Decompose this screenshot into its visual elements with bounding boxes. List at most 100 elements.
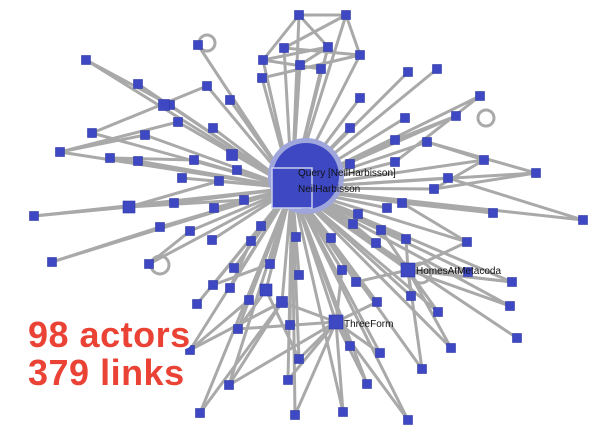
actor-node[interactable]	[233, 324, 243, 334]
actor-node[interactable]	[55, 147, 65, 157]
actor-node[interactable]	[29, 211, 39, 221]
actor-node[interactable]	[207, 235, 217, 245]
actor-node[interactable]	[225, 95, 235, 105]
actor-node[interactable]	[355, 93, 365, 103]
actor-node[interactable]	[279, 43, 289, 53]
actor-node[interactable]	[276, 296, 288, 308]
actor-node[interactable]	[446, 343, 456, 353]
homes-at-metacoda-node[interactable]	[400, 262, 416, 278]
threeform-node[interactable]	[328, 314, 344, 330]
actor-node[interactable]	[348, 219, 358, 229]
actor-node[interactable]	[401, 234, 411, 244]
actor-node[interactable]	[507, 277, 517, 287]
actor-node[interactable]	[443, 173, 453, 183]
actor-node[interactable]	[209, 203, 219, 213]
actor-node[interactable]	[244, 295, 254, 305]
actor-node[interactable]	[47, 257, 57, 267]
actor-node[interactable]	[155, 222, 165, 232]
actor-node[interactable]	[229, 263, 239, 273]
actor-node[interactable]	[232, 165, 242, 175]
actor-node[interactable]	[214, 176, 224, 186]
actor-node[interactable]	[225, 283, 235, 293]
actor-node[interactable]	[479, 155, 489, 165]
actor-node[interactable]	[422, 137, 432, 147]
actor-node[interactable]	[531, 168, 541, 178]
actor-node[interactable]	[337, 265, 347, 275]
actor-node[interactable]	[376, 225, 386, 235]
actor-node[interactable]	[259, 283, 273, 297]
actor-node[interactable]	[505, 301, 515, 311]
actor-node[interactable]	[338, 407, 348, 417]
actor-node[interactable]	[351, 277, 361, 287]
actor-node[interactable]	[462, 237, 472, 247]
actor-node[interactable]	[283, 375, 293, 385]
actor-node[interactable]	[372, 297, 382, 307]
actor-node[interactable]	[257, 73, 267, 83]
actor-node[interactable]	[432, 64, 442, 74]
actor-node[interactable]	[133, 79, 143, 89]
actor-node[interactable]	[316, 64, 326, 74]
actor-node[interactable]	[185, 345, 195, 355]
actor-node[interactable]	[326, 233, 336, 243]
actor-node[interactable]	[177, 173, 187, 183]
actor-node[interactable]	[105, 153, 115, 163]
actor-node[interactable]	[397, 198, 407, 208]
actor-node[interactable]	[224, 380, 234, 390]
actor-node[interactable]	[226, 149, 238, 161]
actor-node[interactable]	[512, 333, 522, 343]
actor-node[interactable]	[294, 10, 304, 20]
actor-node[interactable]	[406, 291, 416, 301]
actor-node[interactable]	[258, 55, 268, 65]
actor-node[interactable]	[451, 111, 461, 121]
actor-node[interactable]	[291, 232, 301, 242]
actor-node[interactable]	[140, 130, 150, 140]
actor-node[interactable]	[390, 135, 400, 145]
actor-node[interactable]	[433, 307, 443, 317]
actor-node[interactable]	[290, 410, 300, 420]
actor-node[interactable]	[144, 259, 154, 269]
actor-node[interactable]	[429, 184, 439, 194]
actor-node[interactable]	[195, 408, 205, 418]
actor-node[interactable]	[382, 203, 392, 213]
actor-node[interactable]	[246, 236, 256, 246]
actor-node[interactable]	[417, 364, 427, 374]
actor-node[interactable]	[475, 91, 485, 101]
actor-node[interactable]	[488, 208, 498, 218]
actor-node[interactable]	[189, 155, 199, 165]
actor-node[interactable]	[390, 157, 400, 167]
actor-node[interactable]	[403, 67, 413, 77]
actor-node[interactable]	[323, 42, 333, 52]
actor-node[interactable]	[400, 113, 410, 123]
actor-node[interactable]	[265, 259, 275, 269]
actor-node[interactable]	[202, 81, 212, 91]
actor-node[interactable]	[87, 128, 97, 138]
actor-node[interactable]	[375, 348, 385, 358]
actor-node[interactable]	[294, 354, 304, 364]
actor-node[interactable]	[463, 267, 473, 277]
actor-node[interactable]	[295, 60, 305, 70]
actor-node[interactable]	[239, 195, 249, 205]
actor-node[interactable]	[345, 159, 355, 169]
actor-node[interactable]	[345, 341, 355, 351]
actor-node[interactable]	[341, 10, 351, 20]
actor-node[interactable]	[185, 226, 195, 236]
actor-node[interactable]	[353, 209, 363, 219]
actor-node[interactable]	[403, 415, 413, 425]
actor-node[interactable]	[133, 156, 143, 166]
actor-node[interactable]	[208, 123, 218, 133]
actor-node[interactable]	[208, 280, 218, 290]
actor-node[interactable]	[81, 55, 91, 65]
actor-node[interactable]	[158, 99, 170, 111]
actor-node[interactable]	[173, 117, 183, 127]
actor-node[interactable]	[122, 200, 136, 214]
actor-node[interactable]	[362, 379, 372, 389]
neil-harbisson-node[interactable]	[271, 167, 313, 209]
actor-node[interactable]	[192, 299, 202, 309]
actor-node[interactable]	[345, 123, 355, 133]
actor-node[interactable]	[371, 238, 381, 248]
actor-node[interactable]	[355, 50, 365, 60]
actor-node[interactable]	[285, 320, 295, 330]
actor-node[interactable]	[256, 221, 266, 231]
actor-node[interactable]	[169, 198, 179, 208]
